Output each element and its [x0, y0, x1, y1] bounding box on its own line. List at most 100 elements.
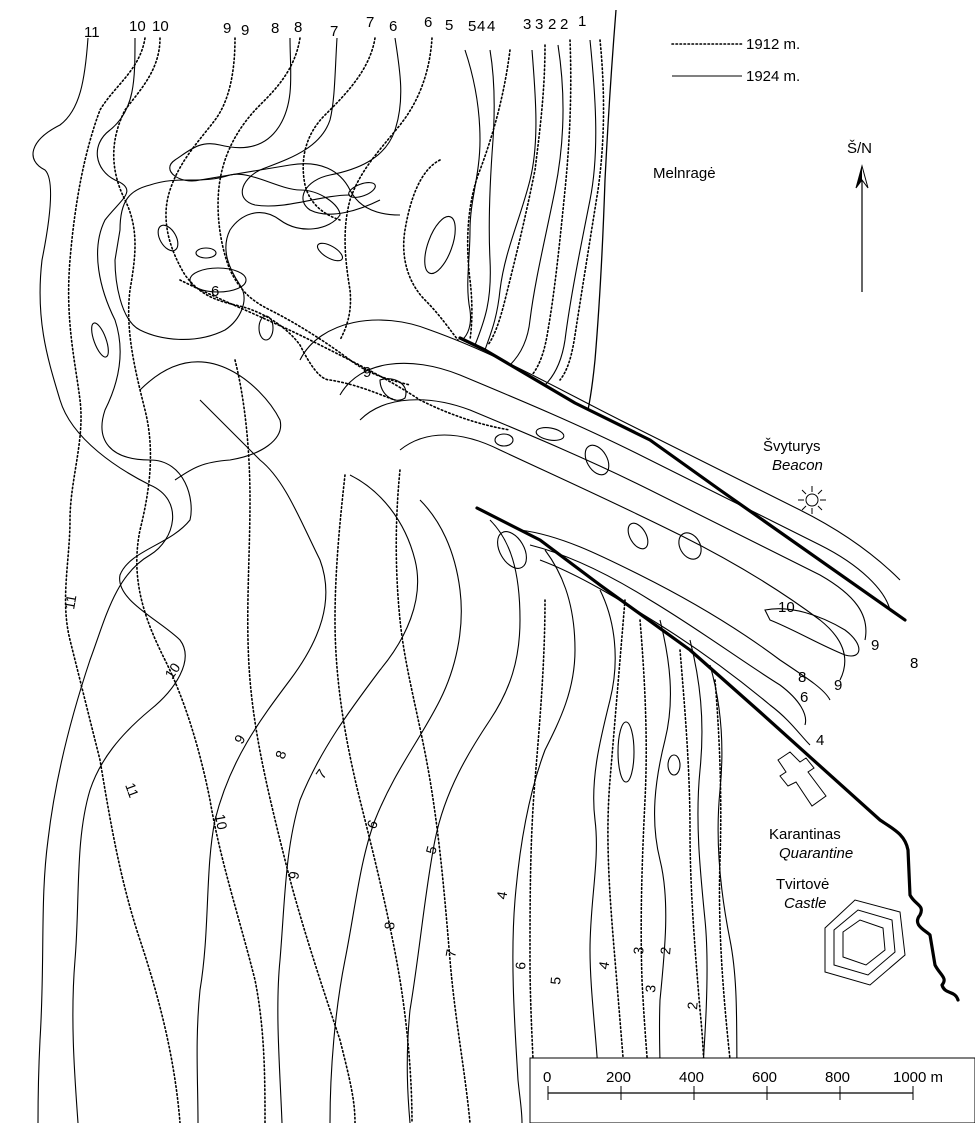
contour-1912-mid	[179, 279, 511, 431]
depth-label: 4	[493, 890, 510, 901]
depth-label: 9	[871, 637, 879, 654]
depth-label: 8	[798, 669, 806, 686]
channel-contour-c	[359, 399, 867, 641]
depth-label: 9	[241, 22, 249, 39]
beacon-label-en: Beacon	[772, 457, 823, 474]
castle-label-lt: Tvirtovė	[776, 876, 829, 893]
contour-1912-7b	[395, 469, 471, 1123]
channel-contour-g	[539, 559, 811, 746]
channel-contour-9-loop	[379, 378, 407, 401]
contour-1912-10	[112, 37, 266, 1123]
depth-label: 3	[535, 16, 543, 33]
depth-label: 3	[630, 946, 647, 955]
shoal	[258, 315, 274, 341]
scale-label: 400	[679, 1069, 704, 1086]
contour-1912-4b	[639, 619, 653, 1123]
depth-label: 8	[910, 655, 918, 672]
scale-label: 200	[606, 1069, 631, 1086]
channel-contour-d	[399, 434, 846, 681]
south-pier	[475, 506, 960, 1002]
depth-label: 2	[657, 946, 674, 955]
legend-solid-label: 1924 m.	[746, 68, 800, 85]
contour-1924-1b	[709, 664, 741, 1123]
depth-label: 10	[129, 18, 146, 35]
contour-1924-4b	[512, 549, 576, 1123]
shoal	[667, 754, 681, 776]
contour-1924-3b	[589, 589, 616, 1123]
depth-label: 7	[442, 948, 459, 959]
beacon-label-lt: Švyturys	[763, 438, 821, 455]
depth-label: 11	[61, 593, 79, 610]
contour-1912-6b	[529, 599, 546, 1123]
depth-label: 9	[363, 364, 371, 381]
beacon: Švyturys Beacon	[763, 438, 826, 514]
shoal	[627, 522, 649, 550]
depth-label: 8	[271, 20, 279, 37]
channel-contour-a	[299, 319, 901, 581]
shoal	[678, 532, 702, 560]
contour-1924-4	[474, 49, 495, 346]
depth-label: 1	[578, 13, 586, 30]
legend-dotted-label: 1912 m.	[746, 36, 800, 53]
depth-label: 6	[800, 689, 808, 706]
contours-1912	[64, 37, 736, 1123]
north-label: Š/N	[847, 140, 872, 157]
depth-label: 3	[523, 16, 531, 33]
shoal	[535, 427, 565, 441]
contour-1924-6	[302, 37, 402, 215]
depth-label: 9	[834, 677, 842, 694]
depth-label: 6	[363, 817, 381, 831]
depth-label: 8	[381, 921, 398, 930]
contour-1924-10	[72, 37, 192, 1123]
scale-label: 600	[752, 1069, 777, 1086]
contour-1924-5	[461, 49, 481, 341]
coastline	[587, 9, 617, 411]
depth-label: 6	[389, 18, 397, 35]
depth-label: 2	[548, 16, 556, 33]
contour-1912-5b	[607, 599, 629, 1123]
quarantine-label-en: Quarantine	[779, 845, 853, 862]
depth-label: 9	[223, 20, 231, 37]
depth-label: 6	[211, 283, 219, 300]
contour-1912-3	[487, 44, 546, 346]
north-arrow: Š/N	[847, 140, 872, 292]
depth-label: 6	[512, 961, 529, 970]
castle: Tvirtovė Castle	[776, 876, 906, 986]
contour-1924-3	[484, 49, 537, 351]
contour-1912-8b	[334, 474, 413, 1123]
depth-label: 8	[294, 19, 302, 36]
beacon-icon	[798, 486, 826, 514]
contour-1924-7	[241, 37, 351, 207]
contour-1924-mid	[689, 639, 708, 1111]
north-arrow-half	[856, 166, 862, 188]
quarantine-building-icon	[777, 751, 827, 807]
channel-contour-10-loop	[764, 608, 860, 657]
shoal	[195, 247, 217, 259]
contour-1912-2	[531, 39, 572, 376]
depth-label: 5	[547, 976, 564, 985]
depth-label: 10	[778, 599, 795, 616]
north-pier	[458, 336, 907, 622]
depth-label: 4	[477, 18, 485, 35]
piers	[458, 336, 960, 1002]
depth-label: 7	[366, 14, 374, 31]
shoals	[91, 182, 702, 783]
shoal	[497, 531, 527, 569]
contour-1912-9b	[234, 359, 356, 1123]
contour-1912-2b	[714, 679, 736, 1123]
shoal	[617, 721, 635, 783]
contour-1924-2	[509, 44, 564, 366]
castle-hexagon-icon	[824, 899, 906, 986]
channel-contour-f	[529, 544, 807, 726]
depth-label: 11	[122, 781, 142, 800]
contour-1912-9	[165, 37, 396, 401]
depth-label: 10	[212, 813, 230, 831]
depth-label: 5	[445, 17, 453, 34]
contour-1924-6b	[329, 499, 462, 1123]
shoal	[584, 444, 610, 476]
depth-label: 2	[684, 1001, 701, 1010]
depth-label: 4	[816, 732, 824, 749]
depth-label: 9	[285, 870, 302, 881]
depth-label: 10	[161, 660, 183, 682]
